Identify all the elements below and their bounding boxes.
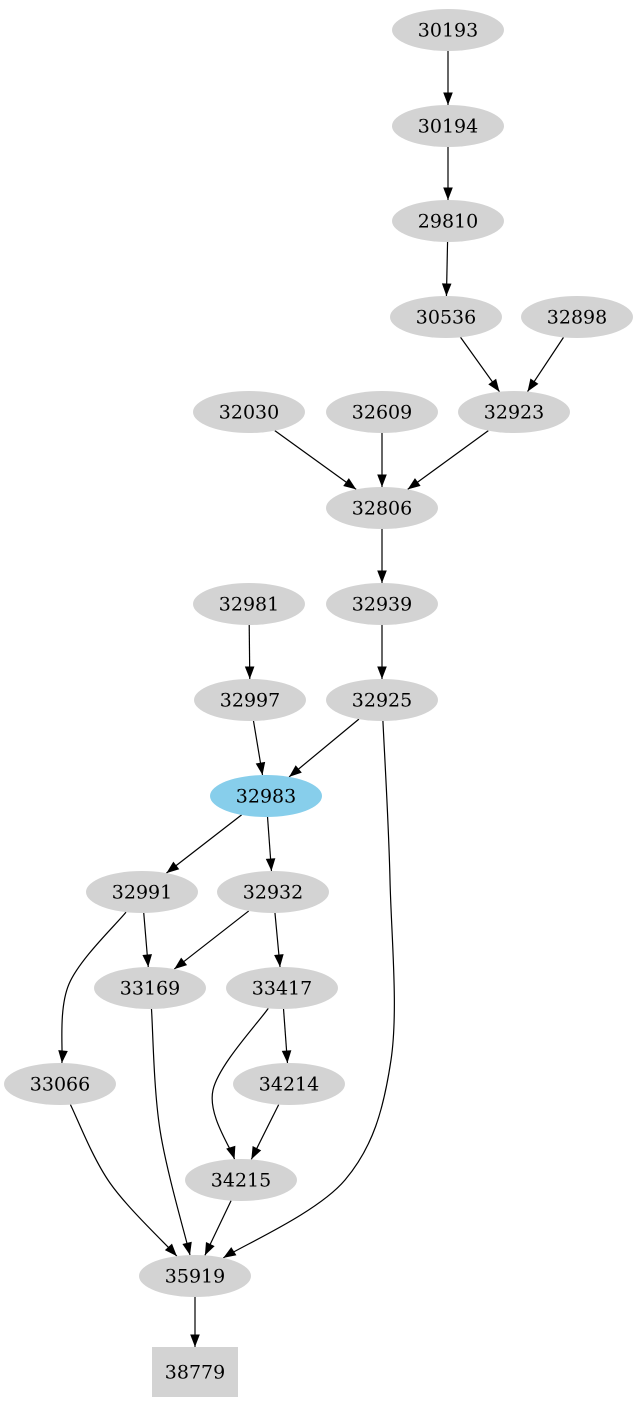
node-label-33417: 33417: [252, 978, 312, 1000]
node-shape-34214: [233, 1063, 345, 1105]
node-label-30536: 30536: [416, 307, 476, 329]
graph-node-32983: 32983: [210, 775, 322, 817]
node-label-34214: 34214: [259, 1074, 319, 1096]
node-shape-34215: [185, 1159, 297, 1201]
graph-node-32932: 32932: [217, 871, 329, 913]
node-label-34215: 34215: [211, 1170, 271, 1192]
node-label-32609: 32609: [352, 402, 412, 424]
node-label-32923: 32923: [484, 402, 544, 424]
graph-node-32923: 32923: [458, 391, 570, 433]
edge-32923-32806: [407, 430, 489, 490]
edge-33417-34214: [281, 1008, 292, 1064]
node-label-32932: 32932: [243, 882, 303, 904]
graph-node-34215: 34215: [185, 1159, 297, 1201]
node-label-32991: 32991: [112, 882, 172, 904]
node-label-32939: 32939: [352, 594, 412, 616]
edge-32898-32923: [527, 337, 564, 392]
node-label-32997: 32997: [220, 690, 280, 712]
node-label-32981: 32981: [219, 594, 279, 616]
nodes-layer: 30193 30194 29810 30536 32898 32030 32609 32923…: [4, 9, 633, 1397]
graph-node-32981: 32981: [193, 583, 305, 625]
node-shape-32806: [326, 487, 438, 529]
edge-33169-35919: [150, 1008, 192, 1256]
graph-node-32898: 32898: [521, 296, 633, 338]
node-label-32983: 32983: [236, 786, 296, 808]
node-label-32925: 32925: [352, 690, 412, 712]
edge-32991-33066: [58, 911, 127, 1064]
graph-node-33417: 33417: [226, 967, 338, 1009]
graph-node-33169: 33169: [94, 967, 206, 1009]
node-shape-32997: [194, 679, 306, 721]
node-shape-29810: [392, 200, 504, 242]
edge-30536-32923: [460, 336, 500, 393]
graph-node-32925: 32925: [326, 679, 438, 721]
edge-34215-35919: [204, 1200, 232, 1256]
graph-node-32609: 32609: [326, 391, 438, 433]
node-shape-35919: [139, 1255, 251, 1297]
edges-layer: [58, 51, 564, 1347]
node-shape-32932: [217, 871, 329, 913]
node-label-30194: 30194: [418, 116, 478, 138]
node-label-38779: 38779: [165, 1362, 225, 1384]
node-shape-30194: [392, 105, 504, 147]
edge-32925-32983: [288, 718, 360, 778]
node-label-35919: 35919: [165, 1266, 225, 1288]
graph-node-32939: 32939: [326, 583, 438, 625]
graph-node-30193: 30193: [392, 9, 504, 51]
edge-29810-30536: [441, 241, 452, 297]
graph-node-32030: 32030: [193, 391, 305, 433]
edge-32997-32983: [252, 720, 266, 776]
node-label-33066: 33066: [30, 1074, 90, 1096]
graph-node-33066: 33066: [4, 1063, 116, 1105]
node-shape-38779: [152, 1347, 238, 1397]
node-shape-30193: [392, 9, 504, 51]
node-shape-32991: [86, 871, 198, 913]
graph-node-34214: 34214: [233, 1063, 345, 1105]
edge-32981-32997: [244, 624, 255, 680]
node-label-33169: 33169: [120, 978, 180, 1000]
node-shape-32898: [521, 296, 633, 338]
graph-node-32991: 32991: [86, 871, 198, 913]
node-shape-33169: [94, 967, 206, 1009]
edge-32925-35919: [222, 720, 395, 1259]
node-shape-32609: [326, 391, 438, 433]
edge-32991-33169: [142, 912, 152, 968]
edge-32983-32932: [265, 816, 276, 872]
edge-32932-33417: [274, 912, 284, 968]
node-shape-32030: [193, 391, 305, 433]
graph-node-35919: 35919: [139, 1255, 251, 1297]
graph-node-29810: 29810: [392, 200, 504, 242]
graph-node-30536: 30536: [390, 296, 502, 338]
edge-32932-33169: [173, 910, 250, 970]
edge-34214-34215: [250, 1104, 280, 1160]
node-shape-32923: [458, 391, 570, 433]
edge-32983-32991: [166, 814, 242, 874]
node-label-32806: 32806: [352, 498, 412, 520]
graph-node-30194: 30194: [392, 105, 504, 147]
node-shape-32939: [326, 583, 438, 625]
edge-33066-35919: [69, 1104, 178, 1257]
node-shape-30536: [390, 296, 502, 338]
graph-node-38779: 38779: [152, 1347, 238, 1397]
node-label-29810: 29810: [418, 211, 478, 233]
node-shape-33417: [226, 967, 338, 1009]
node-shape-32925: [326, 679, 438, 721]
edge-33417-34215: [211, 1008, 269, 1160]
node-shape-33066: [4, 1063, 116, 1105]
node-label-30193: 30193: [418, 20, 478, 42]
graph-node-32806: 32806: [326, 487, 438, 529]
node-shape-32981: [193, 583, 305, 625]
graph-node-32997: 32997: [194, 679, 306, 721]
node-shape-32983: [210, 775, 322, 817]
node-label-32898: 32898: [547, 307, 607, 329]
edge-32030-32806: [274, 430, 357, 490]
node-label-32030: 32030: [219, 402, 279, 424]
